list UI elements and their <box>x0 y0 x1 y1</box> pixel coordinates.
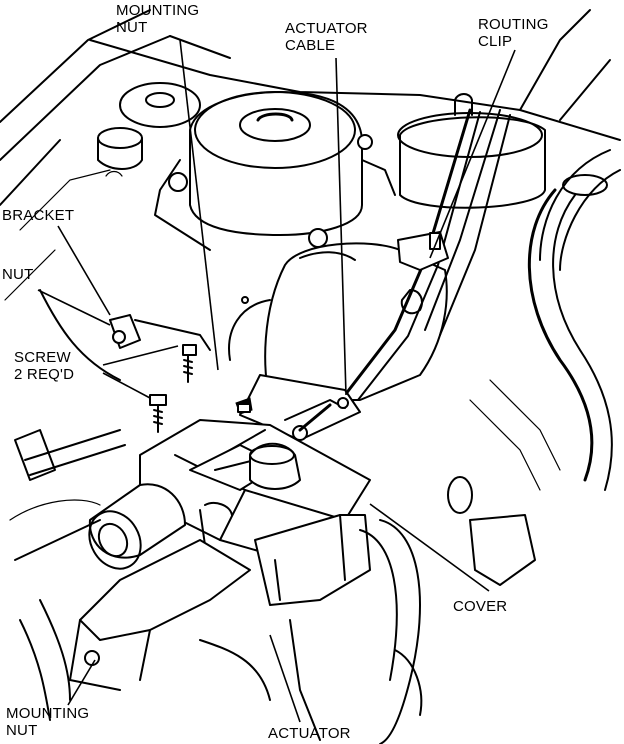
body-panel-lines <box>0 9 621 381</box>
label-mounting-nut-bottom: MOUNTING NUT <box>6 705 89 739</box>
label-routing-clip: ROUTING CLIP <box>478 16 549 50</box>
label-mounting-nut-bottom-line2: NUT <box>6 722 38 739</box>
label-actuator-cable-line2: CABLE <box>285 37 336 54</box>
label-mounting-nut-top-line1: MOUNTING <box>116 2 200 19</box>
label-mounting-nut-top-line2: NUT <box>116 19 148 36</box>
bracket <box>109 314 211 351</box>
cable-housing <box>235 374 361 441</box>
actuator-cover <box>254 514 371 606</box>
left-hardware <box>9 429 126 721</box>
label-nut: NUT <box>2 266 34 283</box>
label-actuator-cable: ACTUATOR CABLE <box>285 20 368 54</box>
screws <box>149 344 197 433</box>
actuator-motor <box>88 483 186 570</box>
brake-booster <box>228 242 448 401</box>
lower-right-parts <box>199 476 536 744</box>
reservoir-cap-left <box>97 82 201 177</box>
reservoir-right <box>397 93 608 209</box>
label-mounting-nut-bottom-line1: MOUNTING <box>6 705 90 722</box>
routing-clip <box>397 231 449 271</box>
label-screw-line1: SCREW <box>14 349 71 366</box>
label-cover: COVER <box>453 598 508 615</box>
label-actuator: ACTUATOR <box>268 725 351 742</box>
label-screw-line2: 2 REQ'D <box>14 366 75 383</box>
label-routing-clip-line1: ROUTING <box>478 16 549 33</box>
label-mounting-nut-top: MOUNTING NUT <box>116 2 199 36</box>
label-screw: SCREW 2 REQ'D <box>14 349 74 383</box>
label-actuator-cable-line1: ACTUATOR <box>285 20 368 37</box>
leader-lines <box>37 39 516 723</box>
label-routing-clip-line2: CLIP <box>478 33 513 50</box>
label-bracket: BRACKET <box>2 207 75 224</box>
mounting-bracket-lower <box>69 539 251 691</box>
master-cylinder <box>154 91 396 251</box>
